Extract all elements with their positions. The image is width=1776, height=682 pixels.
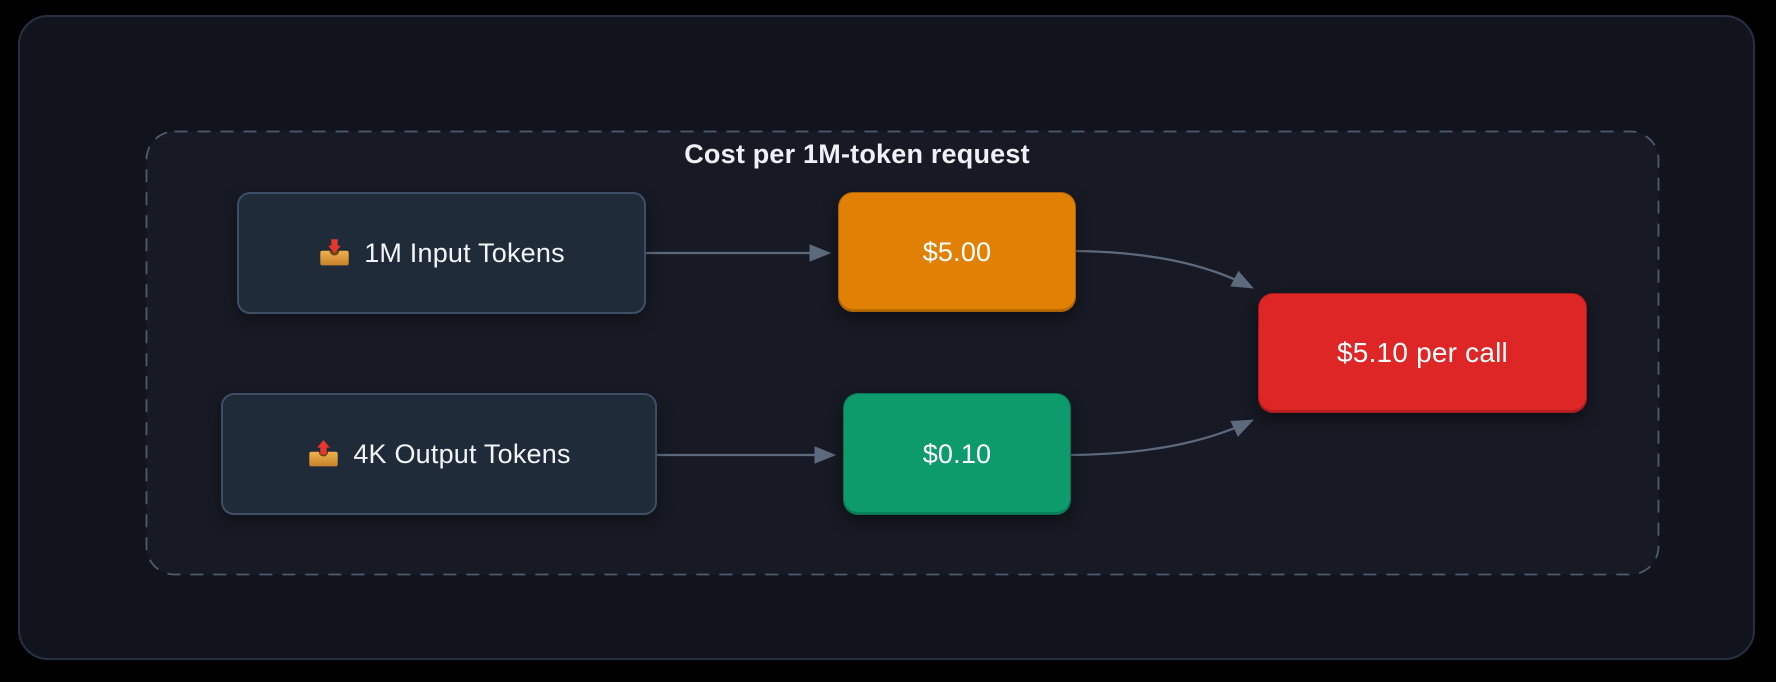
diagram-title: Cost per 1M-token request xyxy=(684,139,1030,169)
node-total-cost-label: $5.10 per call xyxy=(1337,337,1508,368)
node-total-cost: $5.10 per call xyxy=(1258,293,1587,413)
inbox-tray-icon xyxy=(318,237,351,270)
node-input-cost: $5.00 xyxy=(838,192,1076,312)
node-input-cost-label: $5.00 xyxy=(922,236,992,267)
node-input-label: 1M Input Tokens xyxy=(364,237,565,268)
node-output-tokens: 4K Output Tokens xyxy=(221,393,657,515)
node-input-tokens: 1M Input Tokens xyxy=(237,192,646,314)
outbox-tray-icon xyxy=(307,438,340,471)
node-output-label: 4K Output Tokens xyxy=(353,438,571,469)
node-output-cost-label: $0.10 xyxy=(922,438,992,469)
node-output-cost: $0.10 xyxy=(843,393,1071,515)
